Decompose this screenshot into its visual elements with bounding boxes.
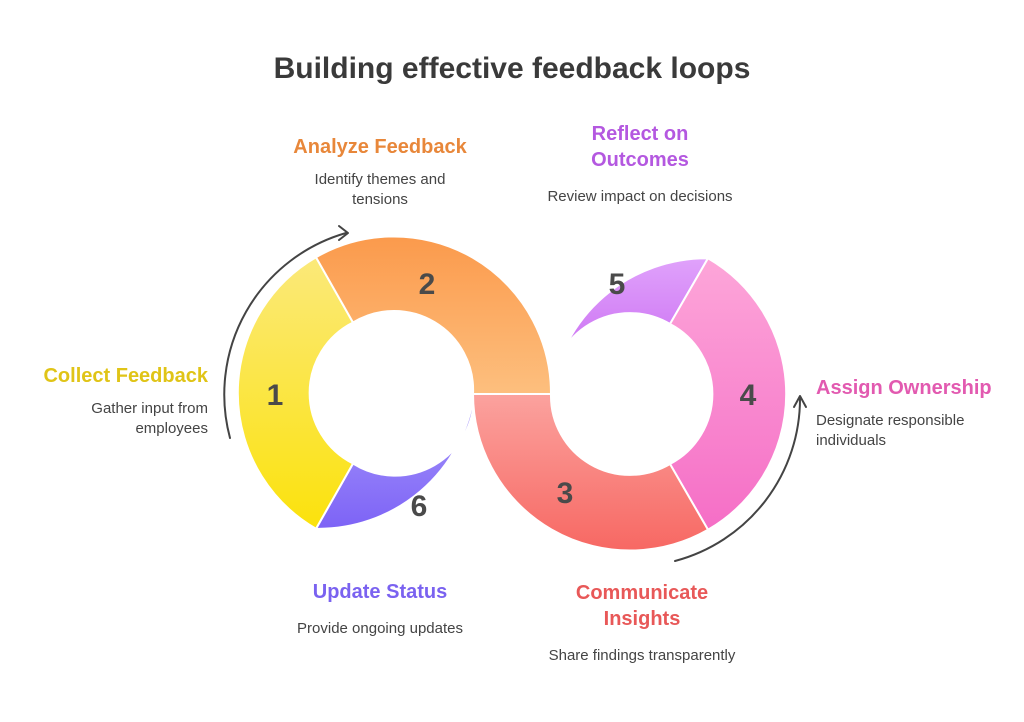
segment-1 <box>236 255 355 531</box>
step-5-heading: Reflect on Outcomes <box>591 123 689 171</box>
step-1-description: Gather input from employees <box>91 400 208 437</box>
arrow-right-loop <box>674 395 807 562</box>
step-5-description: Review impact on decisions <box>547 188 733 205</box>
segment-5-number: 5 <box>609 268 626 301</box>
segment-3-number: 3 <box>557 477 574 510</box>
step-2-heading: Analyze Feedback <box>293 136 467 158</box>
segment-4 <box>668 256 788 532</box>
segment-2-number: 2 <box>419 268 436 301</box>
segment-3 <box>471 393 710 552</box>
step-2-label: Analyze Feedback Identify themes and ten… <box>270 134 490 210</box>
segment-1-number: 1 <box>267 379 284 412</box>
step-5-label: Reflect on Outcomes Review impact on dec… <box>540 121 740 207</box>
arrow-left-loop <box>223 225 349 439</box>
segment-4-number: 4 <box>740 379 757 412</box>
step-6-label: Update Status Provide ongoing updates <box>270 579 490 639</box>
diagram-title: Building effective feedback loops <box>273 52 751 85</box>
step-1-heading: Collect Feedback <box>43 365 208 387</box>
step-3-label: Communicate Insights Share findings tran… <box>530 580 754 666</box>
step-4-label: Assign Ownership Designate responsible i… <box>816 375 1016 451</box>
step-3-heading: Communicate Insights <box>575 582 709 630</box>
step-4-description: Designate responsible individuals <box>816 412 965 449</box>
segment-2 <box>314 235 553 395</box>
step-6-description: Provide ongoing updates <box>297 620 463 637</box>
step-1-label: Collect Feedback Gather input from emplo… <box>20 363 208 439</box>
segment-6-number: 6 <box>411 490 428 523</box>
step-6-heading: Update Status <box>312 581 448 603</box>
step-3-description: Share findings transparently <box>548 647 736 664</box>
step-2-description: Identify themes and tensions <box>314 171 446 208</box>
step-4-heading: Assign Ownership <box>816 377 992 399</box>
